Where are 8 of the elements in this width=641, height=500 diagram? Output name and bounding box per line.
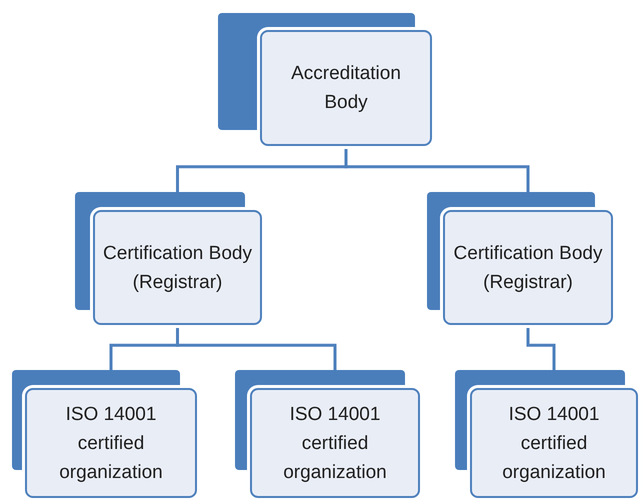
- connector-line: [526, 325, 556, 370]
- box-label: ISO 14001 certified organization: [58, 402, 164, 484]
- box-label: Accreditation Body: [290, 62, 402, 115]
- box-label: Certification Body (Registrar): [102, 242, 253, 294]
- box-label: Certification Body (Registrar): [452, 242, 604, 294]
- box-label: ISO 14001 certified organization: [501, 402, 607, 484]
- box-label: ISO 14001 certified organization: [282, 402, 388, 484]
- connector-line: [176, 325, 336, 370]
